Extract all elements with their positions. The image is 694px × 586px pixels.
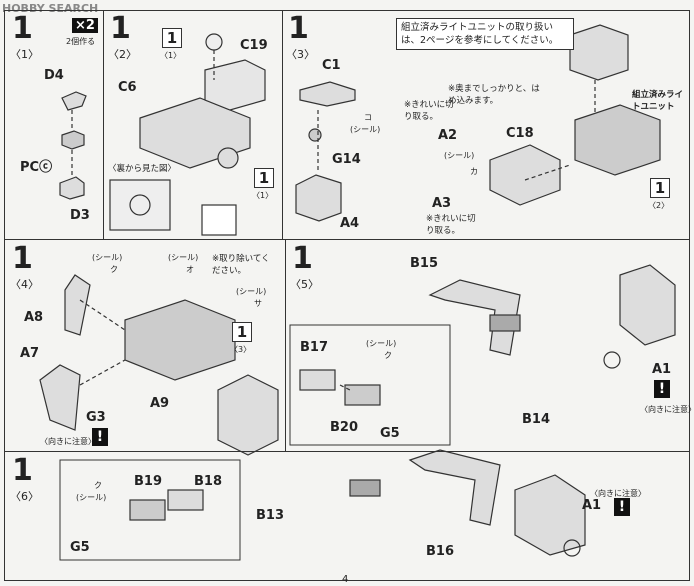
warning-icon: !	[654, 380, 670, 398]
part-label: C18	[506, 126, 534, 141]
part-label: B16	[426, 544, 454, 559]
ref-sub: 〈2〉	[648, 201, 670, 210]
page-number: 4	[342, 574, 349, 585]
part-label: A7	[20, 346, 40, 361]
caution-note: 〈向きに注意〉	[640, 405, 694, 414]
watermark: HOBBY SEARCH	[2, 2, 99, 15]
caution-note: 〈向きに注意〉	[590, 489, 646, 498]
part-label: C1	[322, 58, 341, 73]
part-label: B19	[134, 474, 162, 489]
step-sub: 〈3〉	[286, 48, 315, 61]
step-number: 1	[292, 241, 313, 276]
seal-note: (シール)	[444, 151, 475, 160]
ref-box: 1	[254, 168, 274, 188]
ref-sub: 〈1〉	[252, 191, 274, 200]
part-label: A8	[24, 310, 44, 325]
seal-letter: コ	[364, 113, 372, 122]
quantity-badge: ×2	[72, 18, 98, 33]
part-label: B20	[330, 420, 358, 435]
step-sub: 〈2〉	[108, 48, 137, 61]
warning-icon: !	[614, 498, 630, 516]
badge-note: 2個作る	[66, 37, 96, 46]
part-label: G5	[70, 540, 90, 555]
part-label: D3	[70, 208, 90, 223]
step-number: 1	[288, 11, 309, 46]
part-label: G14	[332, 152, 361, 167]
part-label: B17	[300, 340, 328, 355]
part-label: C6	[118, 80, 137, 95]
caution-note: 〈向きに注意〉	[40, 437, 96, 446]
cut-note: ※きれいに切り取る。	[404, 100, 454, 122]
part-label: B14	[522, 412, 550, 427]
part-label: A2	[438, 128, 458, 143]
note: ※奥までしっかりと、はめ込みます。	[448, 84, 540, 106]
step-sub: 〈5〉	[290, 278, 319, 291]
seal-letter: オ	[186, 265, 194, 274]
part-label: A9	[150, 396, 170, 411]
part-label: D4	[44, 68, 64, 83]
part-label: A3	[432, 196, 452, 211]
info-box: 組立済みライトユニットの取り扱いは、2ページを参考にしてください。	[396, 18, 574, 50]
step-number: 1	[110, 11, 131, 46]
cut-note: ※きれいに切り取る。	[426, 214, 476, 236]
part-label: G3	[86, 410, 106, 425]
panel-step-6	[4, 451, 690, 581]
seal-note: (シール)	[350, 125, 381, 134]
part-label: B13	[256, 508, 284, 523]
part-label: A1	[652, 362, 672, 377]
view-note: 〈裏から見た図〉	[108, 164, 177, 174]
seal-note: (シール)	[168, 253, 199, 262]
seal-letter: ク	[94, 481, 102, 490]
seal-note: (シール)	[366, 339, 397, 348]
ref-box: 1	[162, 28, 182, 48]
ref-box: 1	[232, 322, 252, 342]
seal-letter: サ	[254, 299, 262, 308]
note: ※取り除いてください。	[212, 254, 270, 276]
step-sub: 〈4〉	[10, 278, 39, 291]
part-label: C19	[240, 38, 268, 53]
seal-letter: ク	[384, 351, 392, 360]
ref-sub: 〈1〉	[160, 51, 182, 60]
ref-box: 1	[650, 178, 670, 198]
part-label: G5	[380, 426, 400, 441]
step-sub: 〈6〉	[10, 490, 39, 503]
part-label: B15	[410, 256, 438, 271]
unit-label: 組立済みライトユニット	[632, 90, 684, 112]
part-label: A4	[340, 216, 360, 231]
seal-note: (シール)	[92, 253, 123, 262]
ref-sub: 〈3〉	[230, 345, 252, 354]
warning-icon: !	[92, 428, 108, 446]
part-label: B18	[194, 474, 222, 489]
step-number: 1	[12, 241, 33, 276]
part-label: A1	[582, 498, 602, 513]
seal-letter: カ	[470, 167, 478, 176]
seal-letter: ク	[110, 265, 118, 274]
seal-note: (シール)	[76, 493, 107, 502]
step-number: 1	[12, 453, 33, 488]
part-label: PCⓒ	[20, 160, 53, 175]
step-sub: 〈1〉	[10, 48, 39, 61]
step-number: 1	[12, 11, 33, 46]
seal-note: (シール)	[236, 287, 267, 296]
